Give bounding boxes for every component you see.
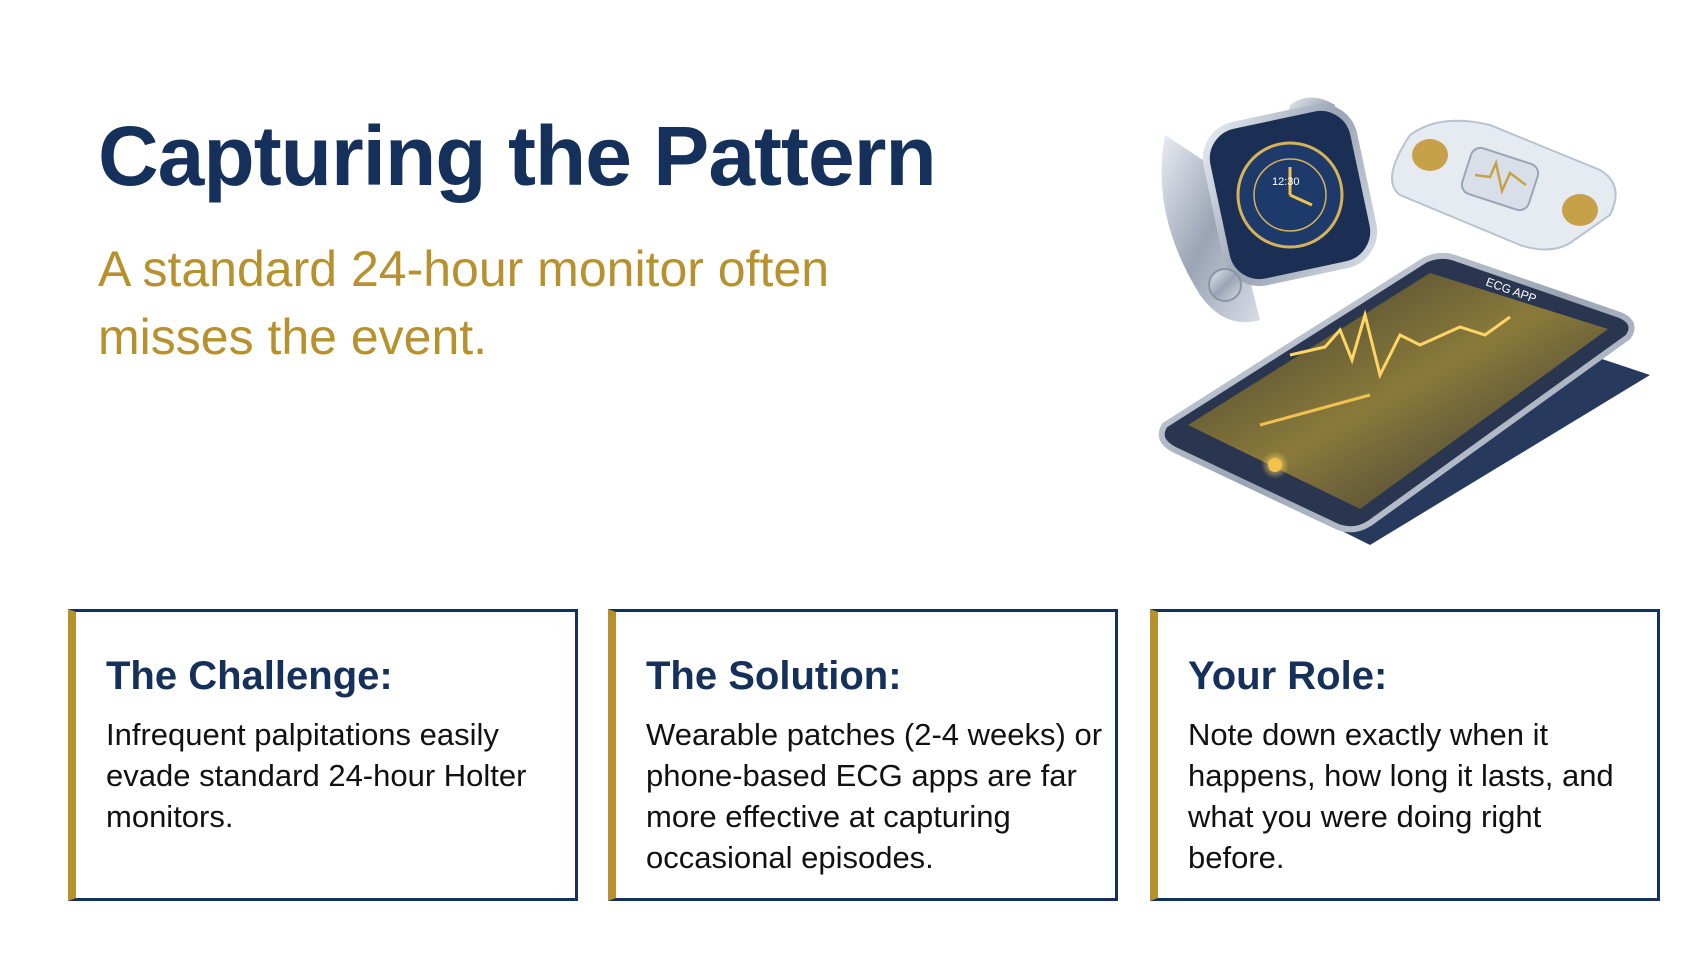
card-body: Note down exactly when it happens, how l… xyxy=(1188,717,1614,875)
challenge-card: The Challenge: Infrequent palpitations e… xyxy=(68,609,578,901)
your-role-card: Your Role: Note down exactly when it hap… xyxy=(1150,609,1660,901)
smartphone-ecg-icon: ECG APP xyxy=(1158,252,1635,533)
solution-card: The Solution: Wearable patches (2-4 week… xyxy=(608,609,1118,901)
card-heading: The Solution: xyxy=(646,654,902,698)
watch-screen-label: 12:30 xyxy=(1272,176,1300,188)
ecg-patch-icon xyxy=(1391,119,1617,251)
card-heading: The Challenge: xyxy=(106,654,393,698)
card-body: Infrequent palpitations easily evade sta… xyxy=(106,717,527,834)
card-body: Wearable patches (2-4 weeks) or phone-ba… xyxy=(646,717,1103,875)
smartwatch-icon: 12:30 xyxy=(1161,97,1378,323)
devices-illustration: ECG APP 12:30 xyxy=(1140,95,1660,585)
slide-subtitle: A standard 24-hour monitor often misses … xyxy=(98,241,830,365)
card-heading: Your Role: xyxy=(1188,654,1388,698)
slide-title: Capturing the Pattern xyxy=(98,109,937,203)
